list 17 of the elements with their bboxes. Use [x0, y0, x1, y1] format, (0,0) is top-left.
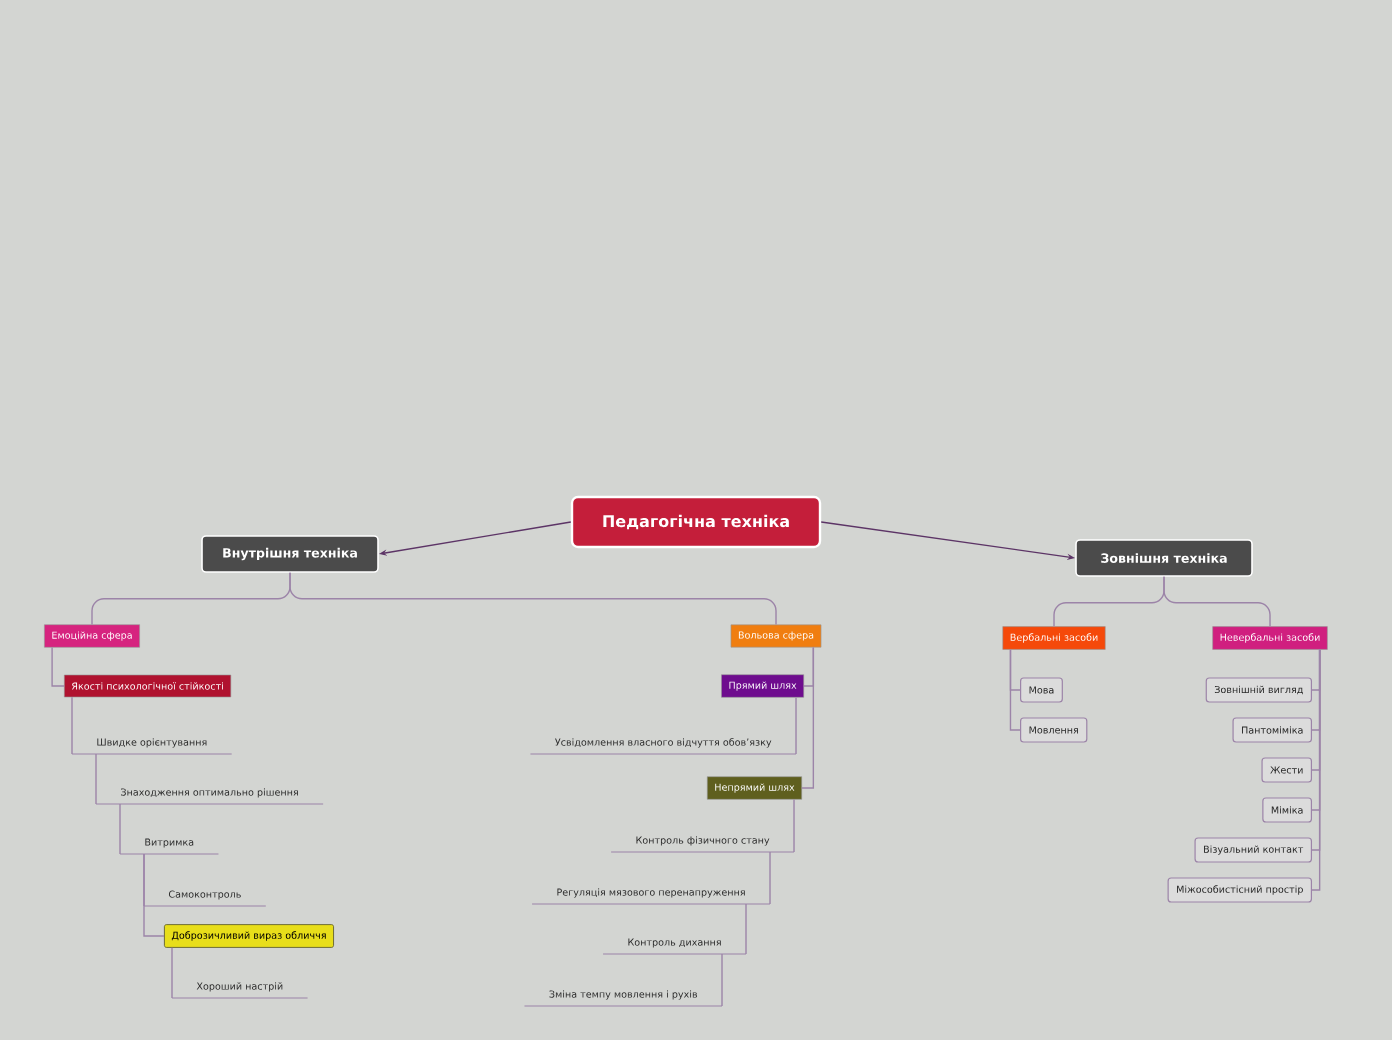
connector-line [143, 853, 165, 937]
connector-line [1311, 649, 1321, 891]
connector-line [721, 953, 723, 1007]
connector-line [745, 903, 747, 955]
connector-line [95, 753, 97, 805]
connector-line [795, 696, 797, 755]
connector-line [119, 803, 121, 855]
connector-line [793, 798, 795, 853]
central-topic-box: Педагогічна техніка [570, 495, 822, 549]
connector-line [71, 696, 73, 755]
connector-line [769, 851, 771, 905]
connector-line [1009, 649, 1021, 731]
connector-line [1163, 576, 1271, 628]
connector-line [171, 947, 173, 999]
connector-line [289, 572, 777, 626]
connector-line [51, 646, 65, 687]
connector-line [801, 646, 815, 789]
